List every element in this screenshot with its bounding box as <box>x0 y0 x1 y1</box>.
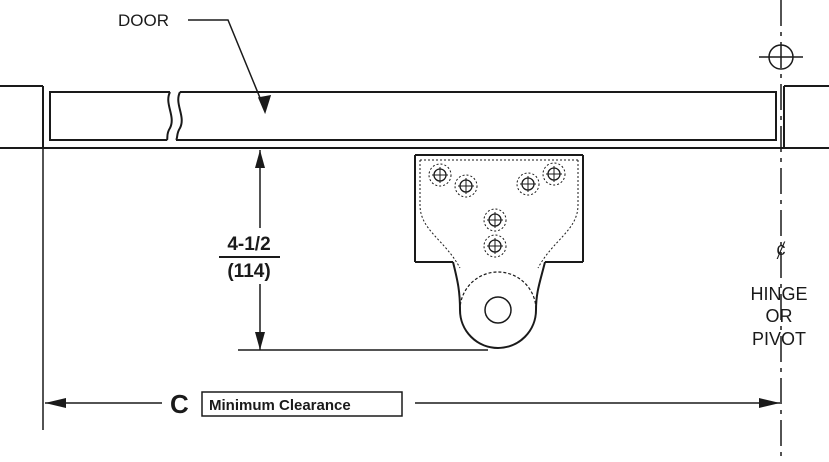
frame-outline <box>0 85 829 430</box>
hinge-label: ȼ HINGE OR PIVOT <box>750 239 807 349</box>
screw-holes <box>428 162 566 258</box>
centerline-symbol: ȼ <box>777 239 786 259</box>
clearance-text: Minimum Clearance <box>209 397 351 414</box>
clearance-box <box>201 391 403 417</box>
dimension-inches: 4-1/2 <box>227 234 270 255</box>
hinge-label-line1: HINGE <box>750 284 807 304</box>
screw-hole <box>428 163 452 187</box>
door-leader <box>188 19 272 115</box>
screw-hole <box>483 234 507 258</box>
screw-hole <box>542 162 566 186</box>
door-panel <box>49 91 777 141</box>
screw-hole <box>454 174 478 198</box>
screw-hole <box>483 208 507 232</box>
door-label: DOOR <box>118 11 169 30</box>
hinge-label-line2: OR <box>766 306 793 326</box>
screw-hole <box>516 172 540 196</box>
pivot-symbol <box>759 44 803 70</box>
closer-bracket <box>414 154 584 349</box>
clearance-letter: C <box>170 389 189 419</box>
dimension-mm: (114) <box>227 261 270 282</box>
clearance-dimension <box>45 398 780 408</box>
dimension-label: 4-1/2 (114) <box>214 228 284 284</box>
hinge-label-line3: PIVOT <box>752 329 806 349</box>
